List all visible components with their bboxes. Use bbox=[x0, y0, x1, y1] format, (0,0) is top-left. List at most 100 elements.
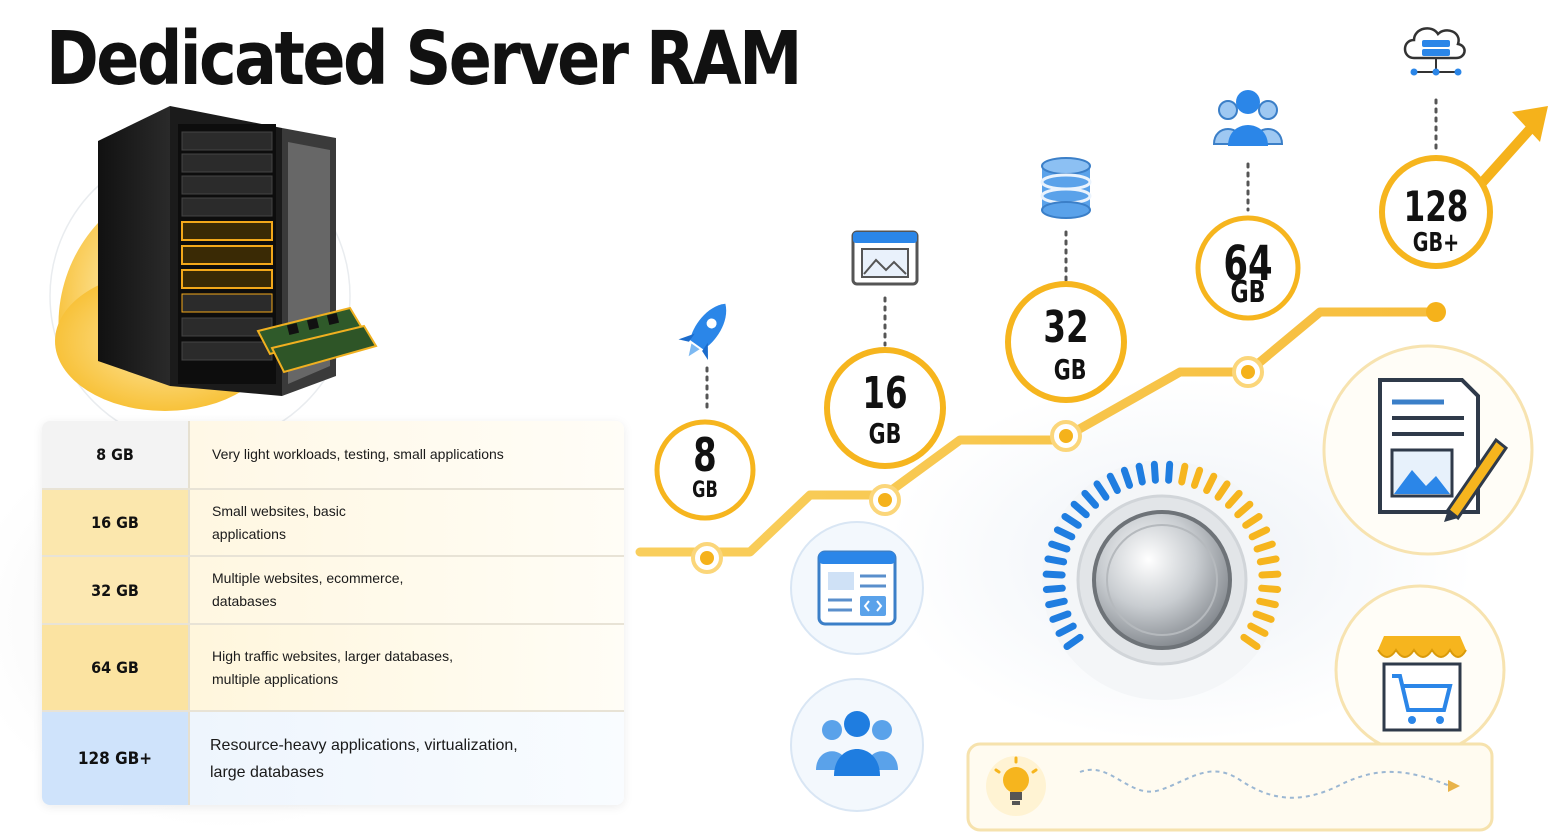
team-icon bbox=[790, 678, 924, 812]
document-edit-icon bbox=[1322, 344, 1534, 556]
node-unit: GB bbox=[868, 417, 902, 450]
dial-tick bbox=[1081, 489, 1100, 509]
node-number: 16 bbox=[862, 368, 908, 419]
dial-tick bbox=[1093, 480, 1110, 501]
dial-tick bbox=[1165, 460, 1174, 484]
dial-tick bbox=[1070, 500, 1090, 519]
table-row: 32 GB Multiple websites, ecommerce, data… bbox=[42, 557, 624, 625]
node-unit: GB bbox=[692, 478, 718, 503]
node-label-128gb: 128 GB+ bbox=[1393, 182, 1478, 258]
dial-tick bbox=[1053, 526, 1076, 541]
shop-cart-icon bbox=[1334, 584, 1506, 756]
ram-size-cell: 128 GB+ bbox=[42, 712, 190, 805]
ram-size-cell: 16 GB bbox=[42, 490, 190, 555]
dial-tick bbox=[1248, 526, 1271, 541]
table-row: 128 GB+ Resource-heavy applications, vir… bbox=[42, 712, 624, 805]
database-icon bbox=[1040, 157, 1092, 219]
ram-use-text: High traffic websites, larger databases,… bbox=[212, 647, 453, 687]
dial-tick bbox=[1049, 610, 1072, 623]
dotted-connectors bbox=[705, 98, 1438, 412]
dial-tick bbox=[1203, 472, 1218, 495]
dial-tick bbox=[1256, 555, 1280, 566]
dial-tick bbox=[1061, 513, 1082, 529]
dial-tick bbox=[1045, 597, 1068, 609]
ram-use-cell: Small websites, basic applications bbox=[190, 490, 624, 555]
table-row: 64 GB High traffic websites, larger data… bbox=[42, 625, 624, 712]
node-label-16gb: 16 GB bbox=[844, 372, 926, 448]
image-window-icon bbox=[851, 230, 919, 286]
ram-growth-diagram bbox=[635, 27, 1548, 832]
ram-size-cell: 64 GB bbox=[42, 625, 190, 710]
ram-modules-icon bbox=[256, 306, 378, 374]
path-dots bbox=[691, 302, 1446, 574]
node-label-32gb: 32 GB bbox=[1025, 306, 1107, 384]
dial-tick bbox=[1044, 555, 1068, 566]
ram-usage-table: 8 GB Very light workloads, testing, smal… bbox=[42, 421, 624, 805]
ram-size-cell: 8 GB bbox=[42, 421, 190, 488]
page-title: Dedicated Server RAM bbox=[46, 16, 802, 102]
dial-tick bbox=[1135, 462, 1146, 486]
node-8gb bbox=[654, 419, 756, 521]
node-128gb bbox=[1379, 155, 1493, 269]
users-icon bbox=[1212, 90, 1284, 146]
dial-tick bbox=[1214, 480, 1231, 501]
node-16gb bbox=[824, 347, 946, 469]
dial-tick bbox=[1224, 489, 1243, 509]
dial-tick bbox=[1258, 570, 1282, 579]
arrow-head-icon bbox=[1512, 106, 1548, 142]
dial-tick bbox=[1258, 584, 1282, 593]
node-label-8gb: 8 GB bbox=[672, 432, 738, 502]
ram-use-cell: Very light workloads, testing, small app… bbox=[190, 421, 624, 488]
server-units bbox=[181, 131, 273, 361]
node-number: 32 bbox=[1043, 302, 1089, 353]
dial-tick bbox=[1063, 633, 1084, 651]
node-unit: GB bbox=[1053, 353, 1087, 386]
tip-arrow-icon bbox=[1448, 780, 1460, 792]
dial-tick bbox=[1106, 472, 1121, 495]
node-label-64gb: 64 GB bbox=[1209, 240, 1288, 308]
dial-tick bbox=[1240, 633, 1261, 651]
ram-use-cell: Resource-heavy applications, virtualizat… bbox=[190, 712, 624, 805]
dial-tick bbox=[1055, 622, 1077, 637]
dial-tick bbox=[1120, 466, 1134, 489]
dial-tick bbox=[1247, 622, 1269, 637]
node-number: 128 bbox=[1403, 182, 1469, 231]
cloud-server-icon bbox=[1403, 27, 1466, 76]
ram-size-cell: 32 GB bbox=[42, 557, 190, 623]
ram-use-cell: High traffic websites, larger databases,… bbox=[190, 625, 624, 710]
dial-tick bbox=[1178, 462, 1189, 486]
dial-tick bbox=[1150, 460, 1159, 484]
ram-use-text: Resource-heavy applications, virtualizat… bbox=[210, 736, 518, 781]
dial-tick bbox=[1048, 540, 1071, 553]
lightbulb-icon bbox=[994, 756, 1038, 805]
node-32gb bbox=[1005, 281, 1127, 403]
dial-tick bbox=[1253, 540, 1276, 553]
ram-use-cell: Multiple websites, ecommerce, databases bbox=[190, 557, 624, 623]
node-64gb bbox=[1195, 215, 1301, 321]
web-code-icon bbox=[790, 521, 924, 655]
dial-tick bbox=[1256, 597, 1279, 609]
dial-tick bbox=[1042, 584, 1066, 593]
dial-ticks bbox=[1042, 460, 1282, 651]
node-number: 8 bbox=[693, 428, 717, 482]
growth-path bbox=[635, 307, 1441, 557]
ram-use-text: Multiple websites, ecommerce, databases bbox=[212, 570, 404, 609]
tip-wave-line bbox=[1079, 768, 1451, 799]
ram-node-circles bbox=[654, 155, 1493, 521]
dial-tick bbox=[1242, 513, 1263, 529]
dial-tick bbox=[1252, 610, 1275, 623]
tip-bar bbox=[966, 742, 1494, 832]
node-number: 64 bbox=[1223, 236, 1273, 292]
node-unit: GB bbox=[1230, 275, 1266, 310]
table-row: 8 GB Very light workloads, testing, smal… bbox=[42, 421, 624, 490]
dial-knob-icon bbox=[1042, 460, 1282, 700]
table-row: 16 GB Small websites, basic applications bbox=[42, 490, 624, 557]
dial-tick bbox=[1190, 466, 1204, 489]
dial-tick bbox=[1234, 500, 1254, 519]
server-rack-illustration bbox=[49, 106, 378, 426]
ram-use-text: Very light workloads, testing, small app… bbox=[212, 446, 504, 462]
ram-use-text: Small websites, basic applications bbox=[212, 502, 346, 542]
node-unit: GB+ bbox=[1412, 228, 1460, 258]
dial-tick bbox=[1042, 570, 1066, 579]
rocket-icon bbox=[678, 303, 727, 360]
